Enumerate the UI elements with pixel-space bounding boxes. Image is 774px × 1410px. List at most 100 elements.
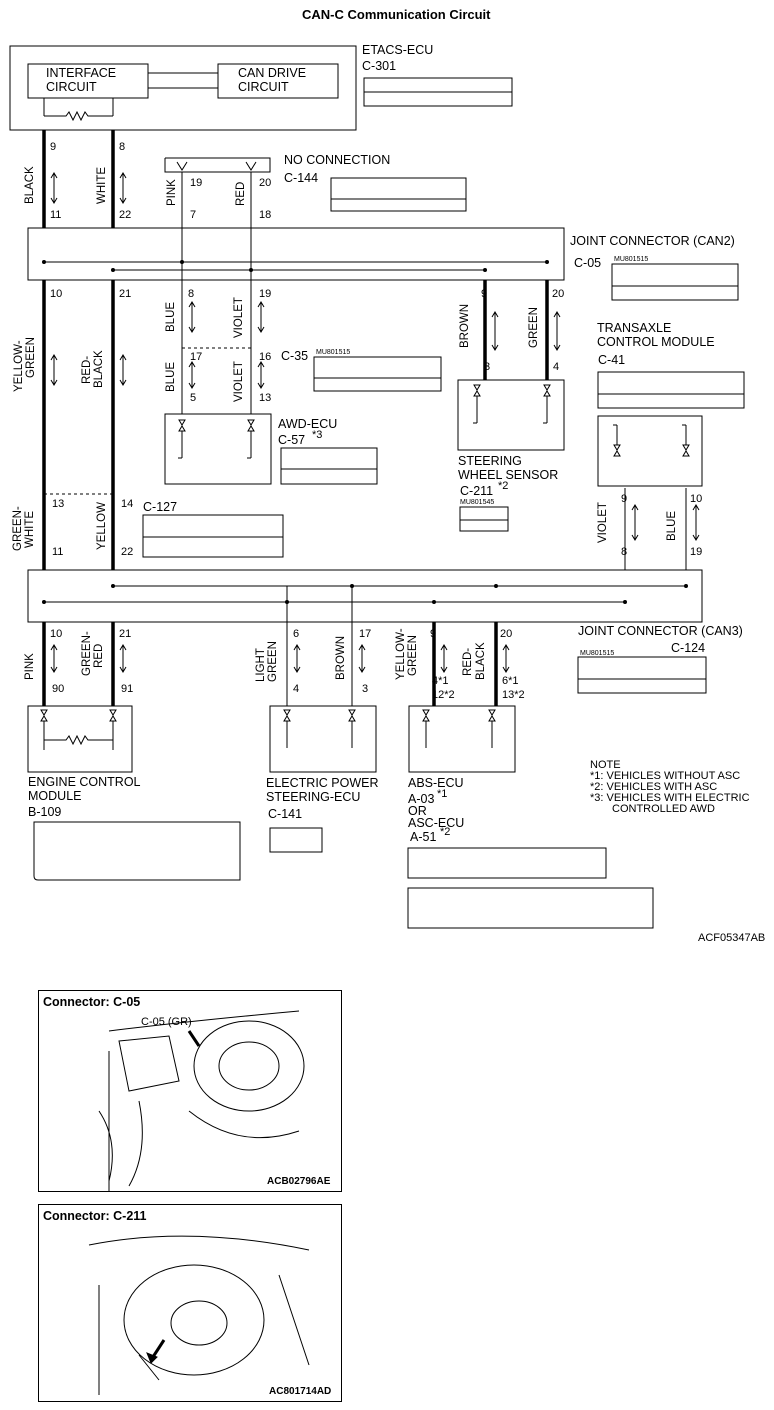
callout-c05: C-05 (GR) <box>141 1016 192 1028</box>
abs-or: OR <box>408 804 427 818</box>
wire-green-white-1: GREEN- <box>12 506 24 551</box>
asc-label: ASC-ECU <box>408 816 465 830</box>
c124-mu: MU801515 <box>580 650 615 657</box>
wire-yellow-green-3: YELLOW- <box>395 628 407 680</box>
wire-yellow-green-4: GREEN <box>407 635 419 676</box>
eps-label-2: STEERING-ECU <box>266 790 361 804</box>
a03-connector: A-03 <box>408 792 435 806</box>
wire-red: RED <box>235 181 247 206</box>
can-drive-circuit-box <box>217 63 339 99</box>
wire-brown: BROWN <box>459 303 471 348</box>
tcm-box <box>597 415 703 487</box>
pin: 11 <box>52 546 64 558</box>
abs-ecu-box <box>408 705 516 773</box>
pin: 7 <box>190 209 197 221</box>
no-connection-label: NO CONNECTION <box>284 153 391 167</box>
pin: 22 <box>121 546 134 558</box>
pin: 4 <box>293 683 300 695</box>
note-line-3: *3: VEHICLES WITH ELECTRIC <box>590 792 750 804</box>
ecm-label-2: MODULE <box>28 789 82 803</box>
c211-star: *2 <box>498 480 509 492</box>
wire-violet-2: VIOLET <box>233 361 245 402</box>
pin: 91 <box>121 683 134 695</box>
pin: 4*1 <box>432 675 449 687</box>
ecm-label-1: ENGINE CONTROL <box>28 775 141 789</box>
pin: 9 <box>621 493 628 505</box>
joint-can2-label: JOINT CONNECTOR (CAN2) <box>570 234 735 248</box>
etacs-ecu-box <box>9 45 357 131</box>
can-drive-label-1: CAN DRIVE <box>238 66 307 80</box>
eps-label-1: ELECTRIC POWER <box>266 776 379 790</box>
c124-connector: C-124 <box>671 641 706 655</box>
etacs-label: ETACS-ECU <box>362 43 434 57</box>
wire-green-red-1: GREEN- <box>81 631 93 676</box>
pin: 8 <box>621 546 628 558</box>
pin: 14 <box>121 498 134 510</box>
steering-label-2: WHEEL SENSOR <box>458 468 559 482</box>
wire-white: WHITE <box>96 166 108 204</box>
c211-mu: MU801545 <box>460 499 495 506</box>
pin: 20 <box>552 288 565 300</box>
wire-pink-2: PINK <box>24 653 36 680</box>
pin: 9 <box>50 141 57 153</box>
interface-label-1: INTERFACE <box>46 66 117 80</box>
interface-circuit-box <box>27 63 149 99</box>
connector-c211-panel: Connector: C-211 AC801714AD <box>38 1204 342 1402</box>
wire-blue-1: BLUE <box>165 301 177 332</box>
c144-connector: C-144 <box>284 171 319 185</box>
pin: 6 <box>293 628 300 640</box>
pin: 10 <box>690 493 703 505</box>
awd-ecu-label: AWD-ECU <box>278 417 338 431</box>
wire-violet-1: VIOLET <box>233 297 245 338</box>
c05-connector: C-05 <box>574 256 602 270</box>
panel-code: AC801714AD <box>269 1386 332 1397</box>
abs-star1: *1 <box>437 788 448 800</box>
c211-connector: C-211 <box>460 484 494 498</box>
pin: 3 <box>484 361 491 373</box>
pin: 21 <box>119 288 132 300</box>
joint-connector-can2-box <box>27 227 565 281</box>
wire-light-green-2: GREEN <box>267 641 279 682</box>
a51-connector: A-51 <box>410 830 437 844</box>
pin: 10 <box>50 288 63 300</box>
pin: 19 <box>190 177 203 189</box>
c41-connector: C-41 <box>598 353 626 367</box>
pin: 20 <box>259 177 272 189</box>
pin: 6*1 <box>502 675 519 687</box>
wire-violet-3: VIOLET <box>597 502 609 543</box>
panel-title: Connector: C-05 <box>43 995 141 1009</box>
pin: 8 <box>188 288 195 300</box>
c57-connector: C-57 <box>278 433 306 447</box>
tcm-label-1: TRANSAXLE <box>597 321 672 335</box>
wire-yellow-green-1: YELLOW- <box>13 340 25 392</box>
joint-can3-label: JOINT CONNECTOR (CAN3) <box>578 624 743 638</box>
pin: 19 <box>690 546 703 558</box>
pin: 13 <box>52 498 65 510</box>
pin: 17 <box>190 351 203 363</box>
wire-yellow: YELLOW <box>96 502 108 550</box>
steering-wheel-sensor-box <box>457 379 565 451</box>
note-line-1: *1: VEHICLES WITHOUT ASC <box>590 770 741 782</box>
wire-red-black-1: RED- <box>81 355 93 384</box>
pin: 11 <box>50 209 62 221</box>
pin: 20 <box>500 628 513 640</box>
pin: 12*2 <box>432 689 455 701</box>
note-line-4: CONTROLLED AWD <box>612 803 715 815</box>
pin: 13 <box>259 392 272 404</box>
pin: 90 <box>52 683 65 695</box>
pin: 8 <box>119 141 126 153</box>
awd-star: *3 <box>312 429 323 441</box>
connector-faces <box>33 77 745 929</box>
wire-yellow-green-2: GREEN <box>25 337 37 378</box>
wire-brown-2: BROWN <box>335 635 347 680</box>
wire-red-black-2: BLACK <box>93 350 105 388</box>
panel-title: Connector: C-211 <box>43 1209 147 1223</box>
c127-connector: C-127 <box>143 500 178 514</box>
b109-connector: B-109 <box>28 805 62 819</box>
connector-c05-panel: Connector: C-05 C-05 (GR) ACB02796AE <box>38 990 342 1192</box>
joint-connector-can3-box <box>27 569 703 623</box>
wire-green-white-2: WHITE <box>24 510 36 548</box>
steering-label-1: STEERING <box>458 454 522 468</box>
page-title: CAN-C Communication Circuit <box>302 7 491 22</box>
figure-code: ACF05347AB <box>698 932 766 944</box>
